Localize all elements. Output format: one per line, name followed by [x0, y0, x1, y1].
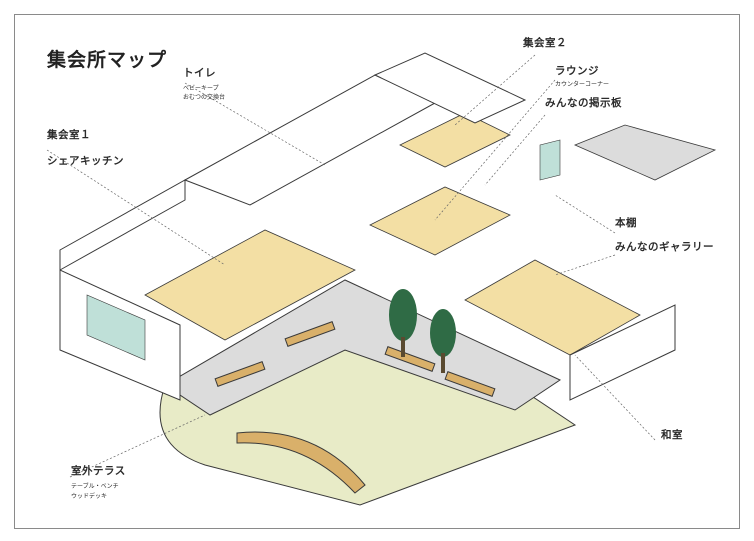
bench	[444, 371, 496, 397]
leader-line	[554, 254, 616, 276]
leader-line	[454, 54, 536, 126]
leader-line	[434, 79, 556, 221]
leader-line	[69, 414, 206, 478]
label-lounge-sub: カウンターコーナー	[555, 81, 610, 88]
label-japanese-room: 和室	[661, 429, 683, 441]
label-gallery: みんなのギャラリー	[615, 241, 714, 253]
tree-trunk	[441, 353, 445, 373]
bench	[214, 361, 266, 387]
label-terrace: 室外テラス	[71, 465, 126, 477]
left-wall	[59, 179, 186, 271]
leader-line	[554, 194, 616, 234]
leader-line	[46, 149, 226, 266]
right-wall	[569, 304, 676, 401]
tree	[389, 289, 417, 341]
label-meeting-room-2: 集会室２	[523, 37, 567, 49]
meeting-room-1-floor	[144, 229, 356, 341]
walkway	[573, 124, 717, 181]
glass-wall-right	[539, 139, 561, 181]
label-toilet-sub2: おむつの交換台	[183, 94, 226, 101]
meeting-room-2-floor	[399, 112, 511, 168]
bench	[284, 321, 336, 347]
label-terrace-sub1: テーブル・ベンチ	[71, 483, 119, 490]
map-title: 集会所マップ	[47, 49, 168, 71]
label-bookshelf: 本棚	[615, 217, 637, 229]
wood-deck	[236, 431, 366, 494]
label-shared-kitchen: シェアキッチン	[47, 155, 124, 167]
map-frame: 集会所マップ トイレ ベビーキープ おむつの交換台 集会室２ ラウンジ カウンタ…	[14, 14, 740, 529]
label-meeting-room-1: 集会室１	[47, 129, 91, 141]
leader-line	[184, 82, 326, 166]
label-toilet: トイレ	[183, 67, 216, 79]
label-lounge: ラウンジ	[555, 65, 599, 77]
leader-line	[484, 114, 546, 186]
lounge-floor	[369, 186, 511, 256]
label-terrace-sub2: ウッドデッキ	[71, 493, 108, 500]
tree	[430, 309, 456, 357]
label-bulletin-board: みんなの掲示板	[545, 97, 622, 109]
top-right-wall	[373, 52, 527, 124]
bench	[384, 346, 436, 372]
floor-plan-illustration	[46, 52, 717, 506]
glass-panels	[86, 294, 146, 361]
tree-trunk	[401, 337, 405, 357]
label-toilet-sub1: ベビーキープ	[183, 85, 219, 92]
leader-line	[574, 354, 656, 441]
gallery-floor	[464, 259, 641, 356]
